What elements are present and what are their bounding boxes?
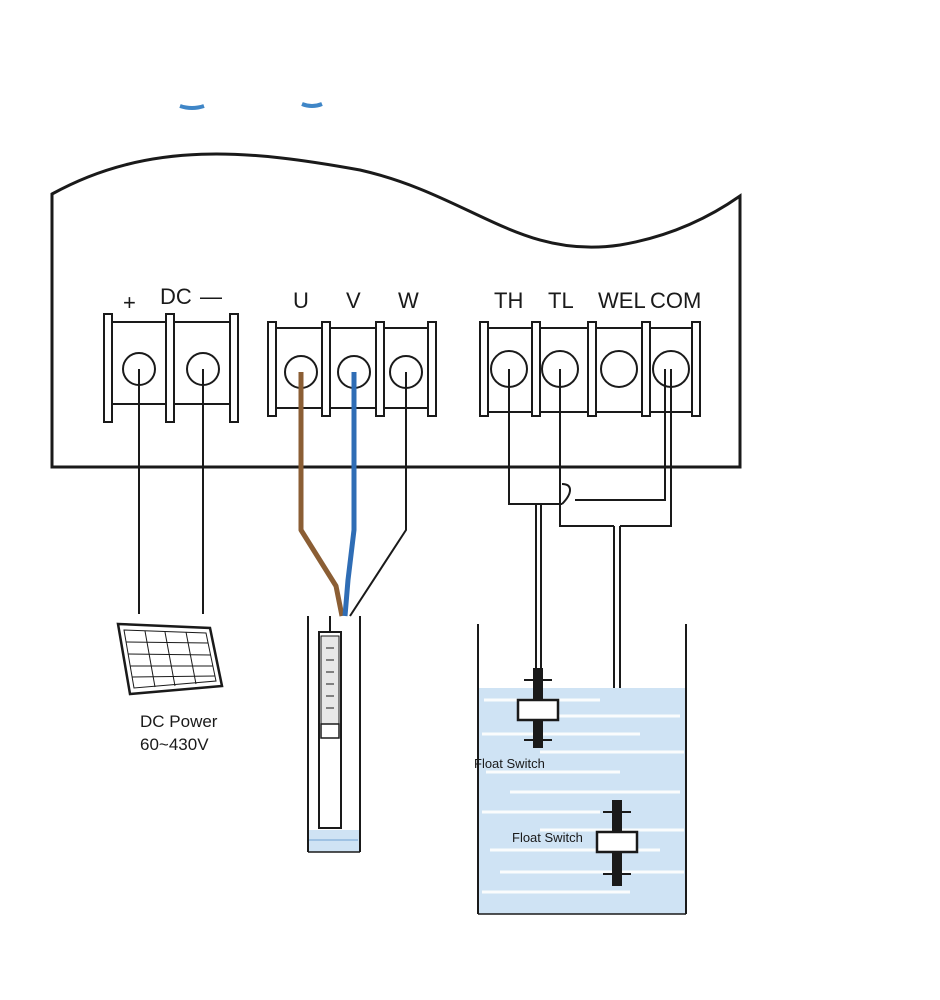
terminal-tl-label: TL [548,288,574,313]
terminal-th-label: TH [494,288,523,313]
control-wiring [508,369,672,810]
dc-plus-label: + [123,290,136,315]
submersible-pump-icon [318,616,342,829]
top-mark-right [301,102,323,108]
wire-u [298,372,345,617]
terminal-com-label: COM [650,288,701,313]
solar-panel-icon [116,622,224,696]
terminal-v-label: V [346,288,361,313]
dc-power-label: DC Power [140,712,218,731]
control-terminal-block [479,321,701,417]
upper-float-switch-icon [516,668,560,748]
dc-power-range: 60~430V [140,735,209,754]
wire-v [342,372,357,617]
lower-float-switch-label: Float Switch [512,830,583,845]
dc-label: DC [160,284,192,309]
terminal-w-label: W [398,288,419,313]
wire-w [349,372,407,617]
dc-minus-label: — [200,284,222,309]
top-mark-left [179,104,205,110]
lower-float-switch-icon [595,800,639,886]
upper-float-switch-label: Float Switch [474,756,545,771]
dc-terminal-block [103,313,239,423]
well-casing [307,616,361,853]
terminal-wel-screw [600,350,638,388]
terminal-u-label: U [293,288,309,313]
terminal-wel-label: WEL [598,288,646,313]
